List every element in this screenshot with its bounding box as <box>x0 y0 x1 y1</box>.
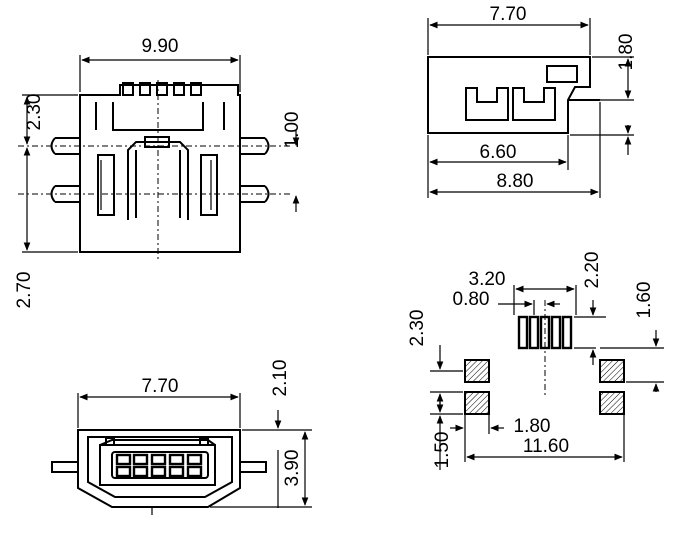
dim-fp-span-3-20: 3.20 <box>469 269 506 290</box>
dim-fp-offset-1-60: 1.60 <box>634 282 655 319</box>
dim-front-upper-2-10: 2.10 <box>270 360 291 397</box>
dim-fp-gap-1-80: 1.80 <box>514 416 551 437</box>
dim-fp-pitch-0-80: 0.80 <box>453 289 490 310</box>
dim-side-top-7-70: 7.70 <box>490 4 527 25</box>
dim-fp-row-2-20: 2.20 <box>582 252 603 289</box>
dim-side-height-1-80: 1.80 <box>616 34 637 71</box>
front-view: 7.70 2.10 3.90 <box>51 360 312 515</box>
dim-side-inner-6-60: 6.60 <box>480 142 517 163</box>
dim-fp-total-11-60: 11.60 <box>523 436 569 457</box>
dim-upper-2-30: 2.30 <box>24 94 45 131</box>
dim-width-9-90: 9.90 <box>142 36 179 57</box>
top-view: 9.90 2.30 2.70 1.00 <box>14 36 303 308</box>
dim-fp-pad-1-50: 1.50 <box>432 432 453 469</box>
side-view: 7.70 1.80 6.60 8.80 <box>427 4 637 198</box>
dim-side-full-8-80: 8.80 <box>497 171 534 192</box>
dim-front-width-7-70: 7.70 <box>142 376 179 397</box>
dim-lower-2-70: 2.70 <box>14 272 35 309</box>
dim-fp-vert-2-30: 2.30 <box>407 310 428 347</box>
dim-front-height-3-90: 3.90 <box>282 450 303 487</box>
footprint-view: 3.20 0.80 2.20 1.60 2.30 1.50 1.80 <box>407 252 664 470</box>
dim-pitch-1-00: 1.00 <box>282 112 303 149</box>
